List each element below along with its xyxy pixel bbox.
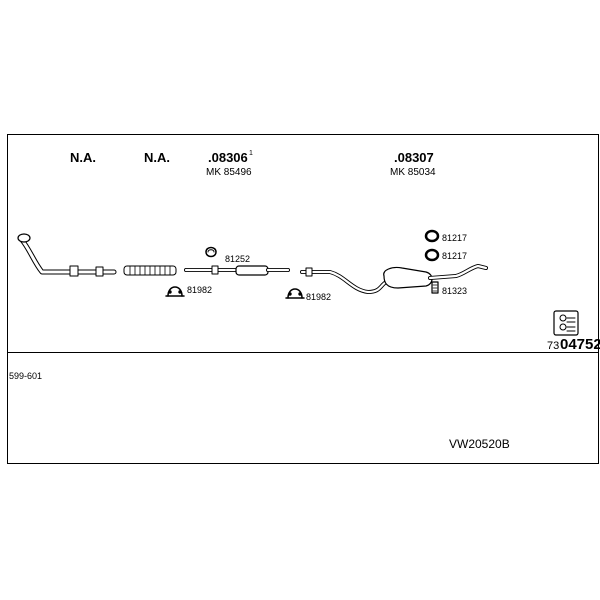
fitting-instructions-icon: [553, 310, 579, 336]
flex-pipe-icon: [123, 265, 177, 276]
front-pipe-icon: [17, 233, 117, 277]
kit-prefix: 73: [547, 340, 560, 352]
part-hanger-front-label: 81252: [225, 254, 251, 264]
rear-muffler-icon: [300, 264, 488, 294]
group-rear-code: .08307: [394, 150, 434, 165]
group-front-sup: 1: [249, 150, 253, 157]
part-clamp-rear-label: 81982: [306, 292, 332, 302]
rubber-ring-top-icon: [424, 229, 440, 243]
label-na-left: N.A.: [70, 150, 96, 165]
rubber-ring-bottom-icon: [424, 248, 440, 262]
group-rear-sub: MK 85034: [390, 167, 436, 178]
part-clamp-front-label: 81982: [187, 285, 213, 295]
part-rear-hanger-label: 81323: [442, 286, 468, 296]
rubber-hanger-front-icon: [205, 246, 217, 258]
part-ring-top-label: 81217: [442, 233, 468, 243]
diagram-divider: [7, 352, 599, 353]
footer-range: 599-601: [9, 371, 43, 381]
clamp-rear-icon: [285, 288, 305, 299]
group-front-code: .08306: [208, 150, 248, 165]
part-ring-bottom-label: 81217: [442, 251, 468, 261]
diagram-frame: [7, 134, 599, 464]
group-front-sub: MK 85496: [206, 167, 252, 178]
rear-hanger-icon: [431, 281, 439, 294]
footer-model: VW20520B: [449, 437, 510, 451]
front-muffler-icon: [184, 265, 290, 276]
label-na-middle: N.A.: [144, 150, 170, 165]
clamp-front-icon: [165, 286, 185, 297]
kit-number: 04752: [560, 336, 600, 353]
